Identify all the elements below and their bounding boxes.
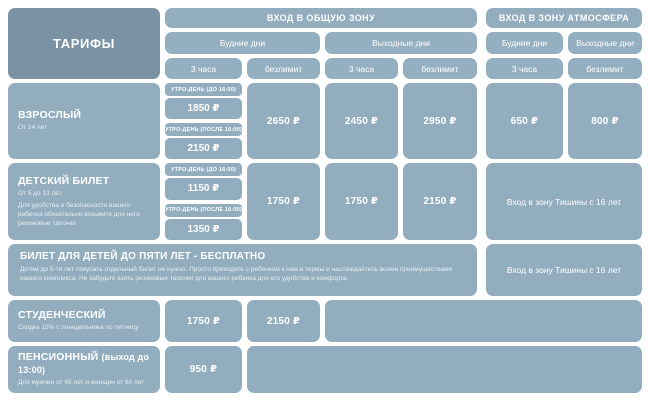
child-weekend-unlimited-price: 2150 ₽ <box>403 163 477 240</box>
free-children-atmosphere-note: Вход в зону Тишины с 16 лет <box>486 244 642 296</box>
day-header-atmosphere-weekend: Выходные дни <box>568 32 642 54</box>
child-slot-evening-label: УТРО-ДЕНЬ (ПОСЛЕ 16:00) <box>165 203 242 217</box>
duration-header-3h: 3 часа <box>325 58 398 79</box>
adult-slot-morning-label: УТРО-ДЕНЬ (ДО 16:00) <box>165 83 242 96</box>
duration-header-unlimited: безлимит <box>568 58 642 79</box>
child-slot-evening-price: 1350 ₽ <box>165 218 242 240</box>
child-description: Для удобства и безопасности вашего ребен… <box>18 201 140 227</box>
student-subtitle: Скидка 15% с понедельника по пятницу <box>18 324 139 332</box>
child-weekend-3h-price: 1750 ₽ <box>325 163 398 240</box>
zone-header-atmosphere: ВХОД В ЗОНУ АТМОСФЕРА <box>486 8 642 28</box>
adult-weekday-3h-slots: УТРО-ДЕНЬ (ДО 16:00) 1850 ₽ УТРО-ДЕНЬ (П… <box>165 83 242 159</box>
pensioner-price: 950 ₽ <box>165 346 242 393</box>
free-children-description: Детям до 5-ти лет покупать отдельный бил… <box>20 266 453 283</box>
adult-weekend-unlimited-price: 2950 ₽ <box>403 83 477 159</box>
duration-header-3h: 3 часа <box>165 58 242 79</box>
pensioner-title: ПЕНСИОННЫЙ (выход до 13:00) <box>18 351 150 376</box>
row-free-children: БИЛЕТ ДЛЯ ДЕТЕЙ ДО ПЯТИ ЛЕТ - БЕСПЛАТНО … <box>8 244 477 296</box>
adult-slot-morning-price: 1850 ₽ <box>165 98 242 119</box>
pensioner-title-suffix: (выход до 13:00) <box>18 352 150 376</box>
day-header-common-weekend: Выходные дни <box>325 32 477 54</box>
adult-slot-evening-label: УТРО-ДЕНЬ (ПОСЛЕ 16:00) <box>165 123 242 136</box>
pensioner-subtitle: Для мужчин от 65 лет и женщин от 60 лет <box>18 379 145 387</box>
child-slot-morning-price: 1150 ₽ <box>165 178 242 200</box>
child-weekday-3h-slots: УТРО-ДЕНЬ (ДО 16:00) 1150 ₽ УТРО-ДЕНЬ (П… <box>165 163 242 240</box>
row-label-child: ДЕТСКИЙ БИЛЕТ От 5 до 13 лет Для удобств… <box>8 163 160 240</box>
child-title: ДЕТСКИЙ БИЛЕТ <box>18 174 110 187</box>
student-weekday-unlimited-price: 2150 ₽ <box>247 300 320 342</box>
day-header-atmosphere-weekday: Будние дни <box>486 32 563 54</box>
row-label-pensioner: ПЕНСИОННЫЙ (выход до 13:00) Для мужчин о… <box>8 346 160 393</box>
adult-title: ВЗРОСЛЫЙ <box>18 109 82 122</box>
adult-slot-evening-price: 2150 ₽ <box>165 138 242 159</box>
student-empty-cell <box>325 300 642 342</box>
adult-weekend-3h-price: 2450 ₽ <box>325 83 398 159</box>
duration-header-unlimited: безлимит <box>403 58 477 79</box>
pensioner-empty-cell <box>247 346 642 393</box>
tariffs-title: ТАРИФЫ <box>8 8 160 79</box>
free-children-title: БИЛЕТ ДЛЯ ДЕТЕЙ ДО ПЯТИ ЛЕТ - БЕСПЛАТНО <box>20 251 266 262</box>
child-weekday-unlimited-price: 1750 ₽ <box>247 163 320 240</box>
child-slot-morning-label: УТРО-ДЕНЬ (ДО 16:00) <box>165 163 242 176</box>
adult-weekday-unlimited-price: 2650 ₽ <box>247 83 320 159</box>
child-subtitle: От 5 до 13 лет <box>18 190 62 198</box>
adult-subtitle: От 14 лет <box>18 124 48 132</box>
child-atmosphere-note: Вход в зону Тишины с 16 лет <box>486 163 642 240</box>
adult-atmosphere-weekend-price: 800 ₽ <box>568 83 642 159</box>
duration-header-unlimited: безлимит <box>247 58 320 79</box>
student-title: СТУДЕНЧЕСКИЙ <box>18 309 106 322</box>
adult-atmosphere-weekday-price: 650 ₽ <box>486 83 563 159</box>
zone-header-common: ВХОД В ОБЩУЮ ЗОНУ <box>165 8 477 28</box>
student-weekday-3h-price: 1750 ₽ <box>165 300 242 342</box>
row-label-student: СТУДЕНЧЕСКИЙ Скидка 15% с понедельника п… <box>8 300 160 342</box>
day-header-common-weekday: Будние дни <box>165 32 320 54</box>
duration-header-3h: 3 часа <box>486 58 563 79</box>
row-label-adult: ВЗРОСЛЫЙ От 14 лет <box>8 83 160 159</box>
